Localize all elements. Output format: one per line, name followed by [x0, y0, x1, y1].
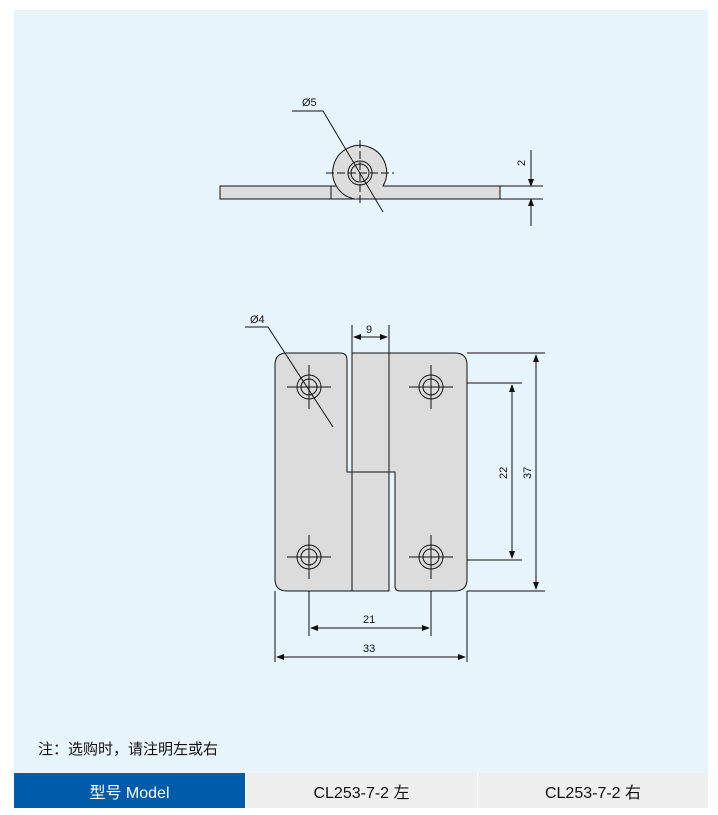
- width-label: 33: [363, 643, 375, 655]
- order-note: 注：选购时，请注明左或右: [38, 741, 219, 758]
- left-plate-side: [219, 185, 332, 200]
- pin-diameter-label: Ø5: [302, 97, 317, 109]
- model-table: 型号 Model CL253-7-2 左 CL253-7-2 右: [14, 773, 708, 808]
- hole-vertical-spacing-label: 22: [498, 467, 510, 479]
- thickness-label: 2: [516, 160, 528, 166]
- mounting-holes: [287, 365, 453, 579]
- top-view: Ø5 2: [219, 97, 543, 226]
- hole-leader: [245, 326, 334, 428]
- left-leaf: [274, 352, 353, 592]
- right-leaf: [388, 352, 468, 592]
- model-header: 型号 Model: [14, 773, 245, 808]
- model-left: CL253-7-2 左: [245, 773, 477, 808]
- hole-horizontal-spacing-label: 21: [363, 614, 375, 626]
- height-label: 37: [522, 467, 534, 479]
- thickness-dim: [500, 150, 543, 226]
- hole-diameter-label: Ø4: [250, 314, 265, 326]
- knuckle-width-label: 9: [366, 324, 372, 336]
- pin-leader: [292, 110, 384, 213]
- front-view: Ø4 9 37 22 21 33: [245, 314, 545, 662]
- model-right: CL253-7-2 右: [477, 773, 708, 808]
